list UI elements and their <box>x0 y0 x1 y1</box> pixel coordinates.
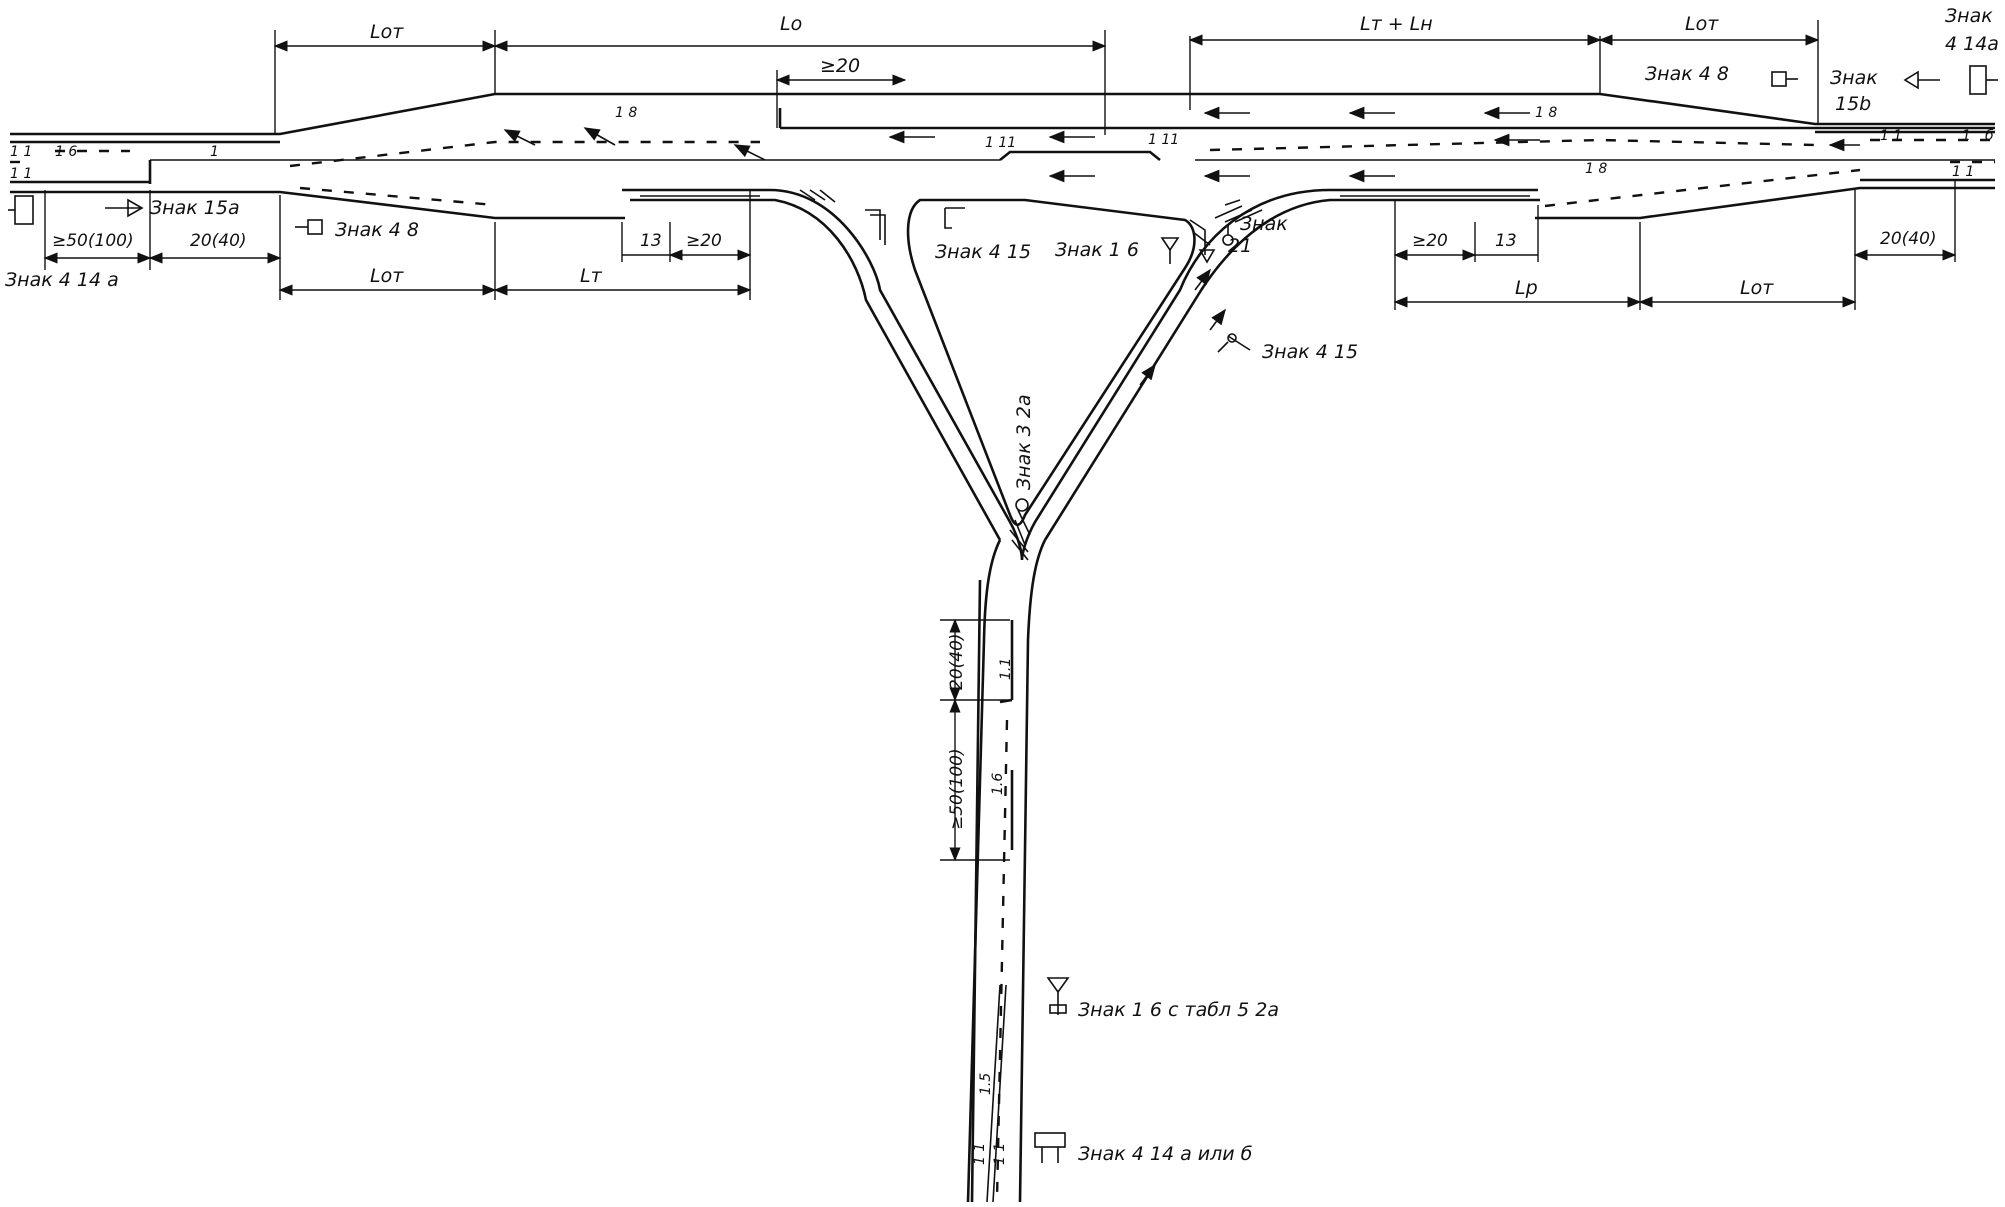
sign-414a-right-label: Знак <box>1945 5 1993 27</box>
marking-labels: 1 8 1 8 1 8 1 11 1 11 1 1 1 6 1 1 1 1 1 … <box>10 105 1994 1165</box>
sign-415-triangle-label: Знак 4 15 <box>935 241 1031 263</box>
marking-11-bottom-b: 1 1 <box>992 1143 1008 1165</box>
dim-ge20-top: ≥20 <box>820 55 860 77</box>
sign-15a-label: Знак 15а <box>150 197 240 219</box>
dim-13-left: 13 <box>640 231 662 251</box>
marking-18-top: 1 8 <box>615 105 637 121</box>
dim-l-ot-bottom-right: Lот <box>1740 277 1774 299</box>
marking-18-right: 1 8 <box>1585 161 1607 177</box>
dim-l-ot-top-left: Lот <box>370 21 404 43</box>
dim-20-40-vertical: 20(40) <box>947 633 967 690</box>
marking-11-far-right: 1 1 <box>1880 128 1902 144</box>
marking-111-a: 1 11 <box>985 135 1016 151</box>
dim-ge50-left: ≥50(100) <box>52 231 134 251</box>
sign-48-right-label: Знак 4 8 <box>1645 63 1729 85</box>
dimension-lines <box>43 20 1957 862</box>
sign-symbols <box>8 65 1998 1163</box>
dim-lt-plus-ln: Lт + Lн <box>1360 13 1433 35</box>
dim-20-40-left: 20(40) <box>190 231 247 251</box>
sign-414a-left-label: Знак 4 14 а <box>5 269 119 291</box>
marking-111-b: 1 11 <box>1148 132 1179 148</box>
marking-15-vert: 1.5 <box>978 1073 994 1095</box>
sign-21-label: Знак <box>1240 213 1288 235</box>
main-road <box>10 92 1995 220</box>
dim-l-o: Lо <box>780 13 802 35</box>
dim-l-r-bottom: Lр <box>1515 277 1538 299</box>
marking-18-top-right: 1 8 <box>1535 105 1557 121</box>
sign-21-num: 21 <box>1228 235 1252 257</box>
marking-16-far-left: 1 6 <box>55 144 77 160</box>
sign-15b-num: 15b <box>1835 93 1871 115</box>
dim-20-40-right: 20(40) <box>1880 229 1937 249</box>
marking-16-vert: 1.6 <box>990 773 1006 795</box>
marking-11-right2: 1 1 <box>1952 164 1974 180</box>
marking-11-far-left: 1 1 <box>10 144 32 160</box>
sign-414-ab-label: Знак 4 14 а или б <box>1078 1143 1253 1165</box>
sign-15b-label: Знак <box>1830 67 1878 89</box>
dim-l-t-bottom: Lт <box>580 265 603 287</box>
marking-1-left: 1 <box>210 144 219 160</box>
marking-11-bottom-a: 1 1 <box>972 1143 988 1165</box>
sign-32a-label: Знак 3 2а <box>1013 394 1035 490</box>
dim-ge20-left: ≥20 <box>686 231 722 251</box>
dimension-labels: Lот Lо ≥20 Lт + Lн Lот ≥50(100) 20(40) 1… <box>52 13 1937 830</box>
sign-labels: Знак 4 14 а Знак 15а Знак 4 8 Знак 4 15 … <box>5 5 1999 1165</box>
sign-48-left-label: Знак 4 8 <box>335 219 419 241</box>
sign-414a-right-num: 4 14а <box>1945 33 1999 55</box>
marking-11-vert: 1.1 <box>998 658 1014 680</box>
marking-1-right: 1 <box>1962 128 1971 144</box>
dim-l-ot-top-right: Lот <box>1685 13 1719 35</box>
dim-l-ot-bottom-left: Lот <box>370 265 404 287</box>
triangle-island <box>622 188 1540 561</box>
lane-arrows <box>503 106 1860 386</box>
side-road <box>966 539 1047 1203</box>
sign-16-table-label: Знак 1 6 с табл 5 2а <box>1078 999 1279 1021</box>
dim-ge20-right: ≥20 <box>1412 231 1448 251</box>
sign-415-right-label: Знак 4 15 <box>1262 341 1358 363</box>
marking-11-left2: 1 1 <box>10 166 32 182</box>
sign-16-triangle-label: Знак 1 6 <box>1055 239 1139 261</box>
dim-ge50-vertical: ≥50(100) <box>947 748 967 830</box>
marking-b-right: б <box>1985 128 1994 144</box>
dim-13-right: 13 <box>1495 231 1517 251</box>
